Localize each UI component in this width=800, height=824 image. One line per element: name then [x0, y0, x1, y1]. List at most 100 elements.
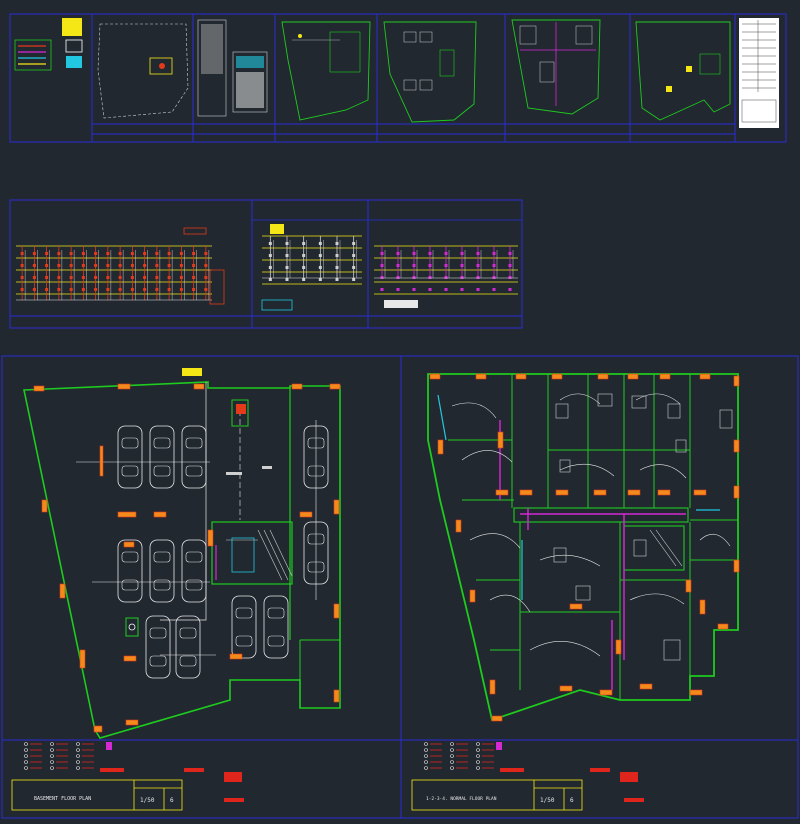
structural-column: [717, 623, 729, 630]
basement-columns: [33, 383, 341, 733]
top-sheet-row: [9, 13, 787, 143]
structural-column: [519, 489, 533, 496]
parking-cars: [117, 425, 329, 679]
riser-diagram-b: [261, 224, 362, 311]
structural-column: [193, 383, 205, 390]
structural-column: [41, 499, 48, 513]
structural-column: [685, 579, 692, 593]
typical-symbol-legend: [424, 742, 494, 770]
structural-column: [699, 373, 711, 380]
structural-column: [569, 603, 583, 610]
structural-column: [455, 519, 462, 533]
fire-cabinet-marker: [236, 404, 246, 414]
basement-title-block: BASEMENT FLOOR PLAN 1/50 6: [11, 742, 244, 811]
structural-column: [207, 529, 214, 547]
typical-sheet-number: 6: [570, 797, 574, 804]
structural-column: [79, 649, 86, 669]
parked-car: [117, 425, 143, 489]
site-plan-sheet: [97, 23, 189, 119]
large-plan-sheet: [1, 355, 799, 819]
basement-plan: [23, 368, 341, 739]
structural-column: [33, 385, 45, 392]
plan-sheet-a: [281, 21, 371, 121]
parked-car: [181, 425, 207, 489]
typical-title-block: 1-2-3-4. NORMAL FLOOR PLAN 1/50 6: [411, 742, 644, 811]
structural-column: [639, 683, 653, 690]
parked-car: [149, 425, 175, 489]
basement-sheet-number: 6: [170, 797, 174, 804]
structural-column: [699, 599, 706, 615]
schedule-sheet: [739, 18, 779, 128]
structural-column: [229, 653, 243, 660]
structural-column: [627, 373, 639, 380]
parked-car: [117, 539, 143, 603]
typical-scale: 1/50: [540, 797, 555, 804]
structural-column: [123, 541, 135, 548]
large-sheet-frame: [1, 355, 799, 819]
structural-column: [117, 383, 131, 390]
structural-column: [469, 589, 476, 603]
structural-column: [659, 373, 671, 380]
structural-column: [333, 499, 340, 515]
structural-column: [475, 373, 487, 380]
riser-diagram-c: [374, 245, 518, 308]
plan-sheet-d: [635, 21, 731, 121]
basement-main-panel: [182, 368, 202, 376]
structural-column: [615, 639, 622, 655]
structural-column: [99, 445, 104, 477]
structural-column: [333, 603, 340, 619]
parked-car: [149, 539, 175, 603]
structural-column: [515, 373, 527, 380]
top-row-frame: [9, 13, 787, 143]
structural-column: [559, 685, 573, 692]
structural-column: [495, 489, 509, 496]
typical-corridor: [513, 507, 689, 523]
structural-column: [693, 489, 707, 496]
structural-column: [733, 375, 740, 387]
structural-column: [125, 719, 139, 726]
basement-scale: 1/50: [140, 797, 155, 804]
structural-column: [299, 511, 313, 518]
structural-column: [733, 439, 740, 453]
parked-car: [303, 521, 329, 585]
typical-distribution-pipes: [499, 420, 686, 690]
lighting-circuits: [451, 393, 731, 657]
structural-column: [291, 383, 303, 390]
typical-floor-plan: [427, 373, 740, 722]
structural-column: [93, 725, 103, 733]
structural-column: [733, 485, 740, 499]
riser-diagram-sheet: [9, 199, 523, 329]
spec-sheet: [197, 19, 268, 117]
structural-column: [689, 689, 703, 696]
structural-column: [491, 715, 503, 722]
structural-column: [597, 373, 609, 380]
parked-car: [175, 615, 201, 679]
basement-outer-wall: [23, 381, 341, 739]
structural-column: [497, 431, 504, 449]
parked-car: [231, 595, 257, 659]
structural-column: [117, 511, 137, 518]
typical-sheet-title: 1-2-3-4. NORMAL FLOOR PLAN: [426, 796, 497, 802]
structural-column: [657, 489, 671, 496]
structural-column: [123, 655, 137, 662]
plan-sheet-b: [383, 21, 477, 123]
legend-sheet: [14, 18, 83, 71]
basement-sheet-title: BASEMENT FLOOR PLAN: [34, 796, 91, 802]
structural-column: [333, 689, 340, 703]
structural-column: [593, 489, 607, 496]
parked-car: [263, 595, 289, 659]
typical-columns: [429, 373, 740, 722]
parked-car: [181, 539, 207, 603]
basement-core: [211, 521, 293, 585]
structural-column: [59, 583, 66, 599]
structural-column: [555, 489, 569, 496]
typical-outer-wall: [427, 373, 739, 722]
parked-car: [303, 425, 329, 489]
structural-column: [437, 439, 444, 455]
structural-column: [489, 679, 496, 695]
structural-column: [733, 559, 740, 573]
typical-core: [623, 525, 685, 571]
basement-symbol-legend: [24, 742, 94, 770]
structural-column: [599, 689, 613, 696]
